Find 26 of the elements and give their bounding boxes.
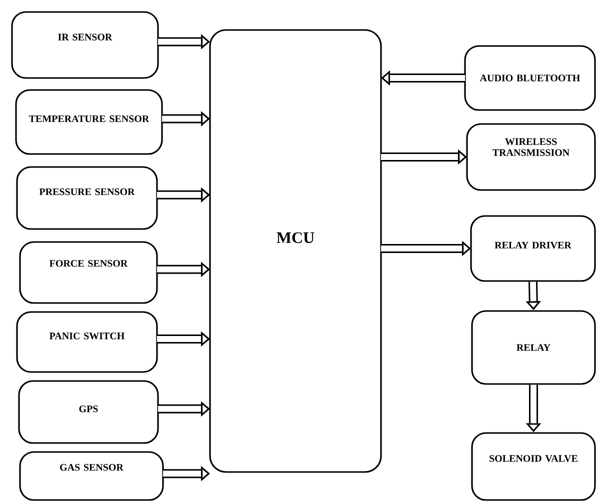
block-label: SOLENOID VALVE	[490, 455, 578, 462]
block-box	[470, 215, 596, 282]
block-box	[19, 451, 164, 501]
block-label: PRESSURE SENSOR	[39, 188, 135, 196]
block-label: GAS SENSOR	[60, 464, 124, 471]
block-label: MCU	[276, 232, 314, 244]
processor-box	[209, 29, 382, 473]
block-box	[19, 241, 158, 304]
block-label: FORCE SENSOR	[50, 260, 128, 267]
block-label: WIRELESS TRANSMISSION	[492, 138, 570, 156]
block-label: RELAY DRIVER	[494, 242, 572, 249]
block-box	[464, 45, 596, 111]
block-box	[471, 310, 596, 385]
block-box	[466, 123, 596, 191]
block-box	[471, 432, 596, 501]
block-box	[16, 311, 158, 373]
block-label: RELAY	[516, 344, 550, 351]
block-box	[11, 11, 159, 79]
block-label: TEMPERATURE SENSOR	[28, 115, 150, 122]
block-label: GPS	[79, 406, 98, 412]
block-box	[16, 166, 158, 230]
block-label: PANIC SWITCH	[50, 332, 125, 340]
block-label: AUDIO BLUETOOTH	[480, 74, 580, 82]
block-box	[15, 89, 163, 155]
block-box	[18, 380, 159, 444]
block-label: IR SENSOR	[58, 34, 112, 40]
